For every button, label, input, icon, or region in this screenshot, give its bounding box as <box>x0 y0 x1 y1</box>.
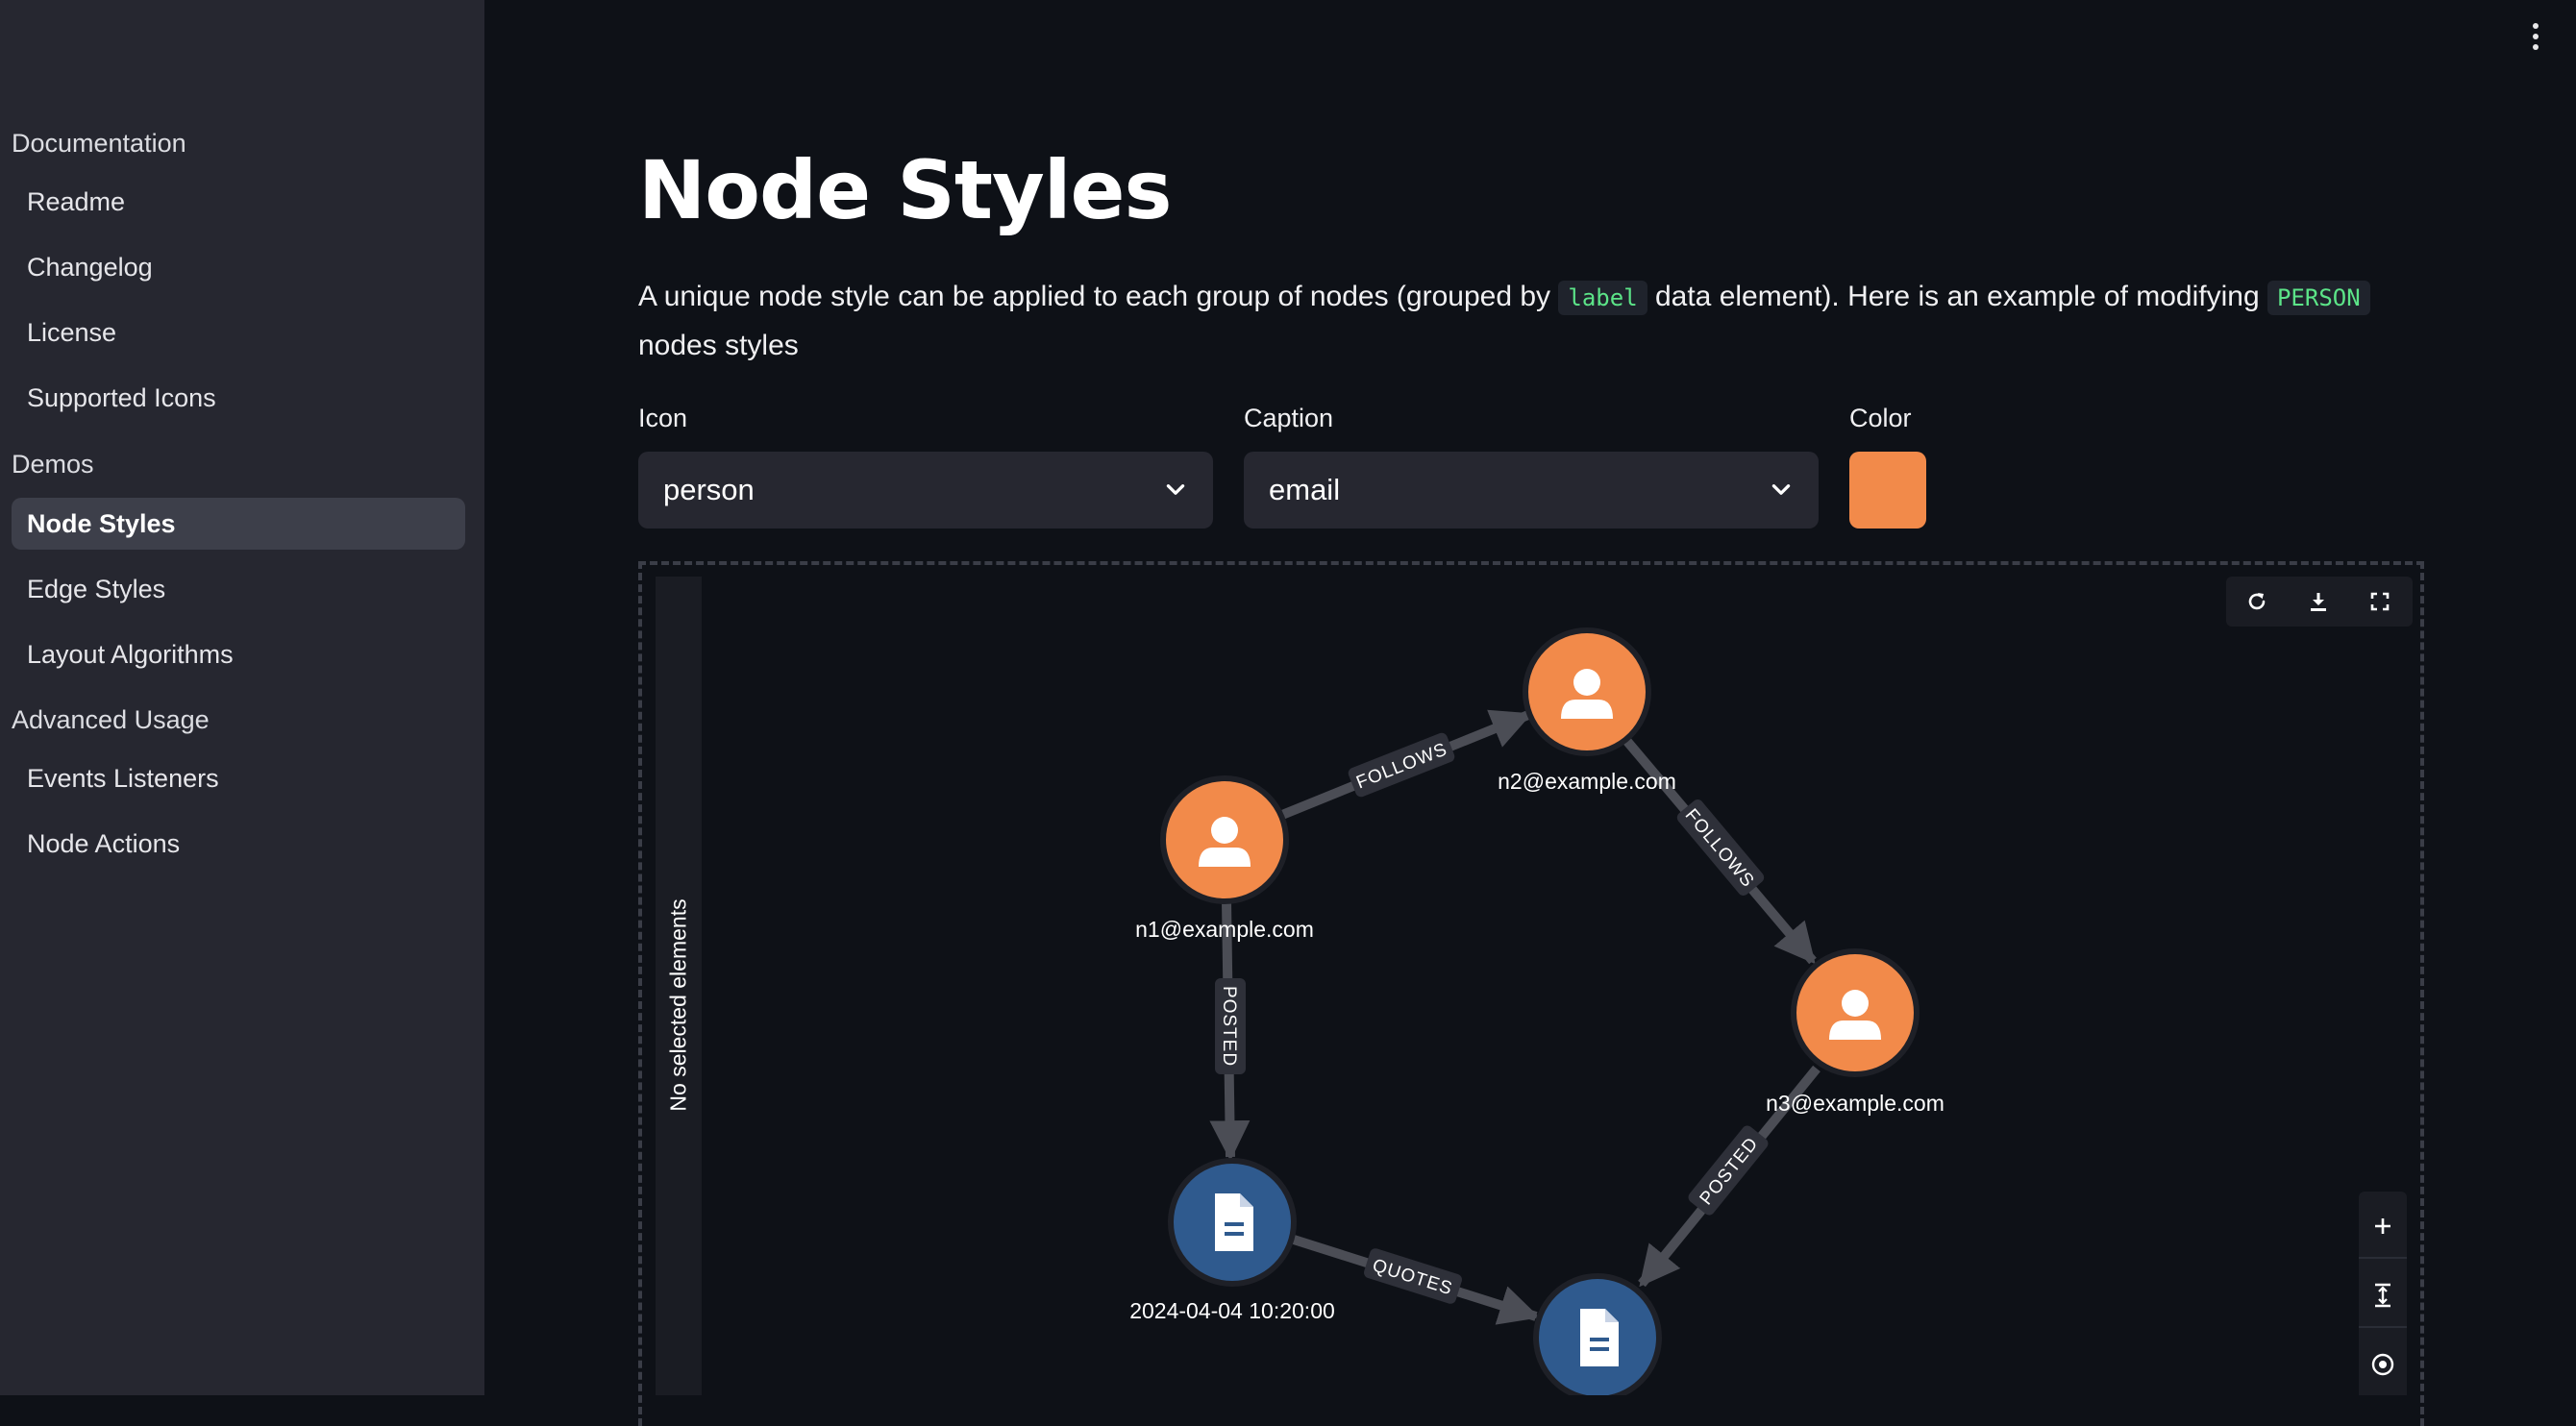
sidebar-item-changelog[interactable]: Changelog <box>27 253 153 282</box>
icon-field-label: Icon <box>638 404 688 432</box>
chevron-down-icon <box>1771 484 1791 495</box>
document-icon <box>1215 1193 1253 1251</box>
node-caption-n3: n3@example.com <box>1766 1091 1944 1116</box>
caption-select-value: email <box>1269 473 1341 506</box>
sidebar-item-events-listeners[interactable]: Events Listeners <box>27 764 219 793</box>
chevron-down-icon <box>1166 484 1185 495</box>
node-n3[interactable] <box>1791 948 1920 1077</box>
node-caption-p1: 2024-04-04 10:20:00 <box>1129 1298 1335 1323</box>
graph-container <box>638 561 2424 1426</box>
menu-dot-icon <box>2533 44 2539 50</box>
center-view-button[interactable] <box>2359 1336 2407 1393</box>
fullscreen-button[interactable] <box>2349 577 2411 627</box>
selection-panel[interactable] <box>656 577 702 1395</box>
zoom-controls <box>2359 1192 2407 1395</box>
icon-select-value: person <box>663 473 755 506</box>
edge-label-bg <box>1688 1125 1769 1216</box>
fit-icon <box>2375 1283 2390 1308</box>
edge-label-bg <box>1676 799 1765 896</box>
person-icon <box>1199 817 1251 867</box>
page-description: A unique node style can be applied to ea… <box>638 273 2426 370</box>
node-p1[interactable] <box>1168 1158 1297 1287</box>
edge-label-bg <box>1364 1248 1462 1304</box>
description-text: nodes styles <box>638 330 799 361</box>
node-n1[interactable] <box>1160 775 1289 904</box>
nav-section-documentation: Documentation <box>12 129 186 158</box>
fullscreen-icon <box>2370 592 2390 611</box>
nav-section-advanced-usage: Advanced Usage <box>12 705 210 734</box>
node-caption-n1: n1@example.com <box>1135 917 1314 942</box>
menu-dot-icon <box>2533 34 2539 39</box>
sidebar-item-readme[interactable]: Readme <box>27 187 126 216</box>
person-icon <box>1561 669 1613 719</box>
edge-label-bg <box>1215 978 1246 1074</box>
fit-view-button[interactable] <box>2359 1266 2407 1324</box>
download-button[interactable] <box>2288 577 2349 627</box>
refresh-button[interactable] <box>2226 577 2288 627</box>
node-caption-n2: n2@example.com <box>1498 769 1676 794</box>
sidebar-item-node-styles[interactable]: Node Styles <box>12 498 465 550</box>
node-n2[interactable] <box>1523 627 1651 756</box>
sidebar-item-layout-algorithms[interactable]: Layout Algorithms <box>27 640 234 669</box>
download-icon <box>2311 593 2326 611</box>
icon-select[interactable]: person <box>638 452 1213 529</box>
menu-dot-icon <box>2533 23 2539 29</box>
zoom-in-button[interactable] <box>2359 1197 2407 1255</box>
zoom-divider <box>2359 1326 2407 1328</box>
caption-field-label: Caption <box>1244 404 1334 432</box>
nav-section-demos: Demos <box>12 450 94 479</box>
sidebar-item-node-actions[interactable]: Node Actions <box>27 829 181 858</box>
caption-select[interactable]: email <box>1244 452 1819 529</box>
graph-toolbar <box>2226 577 2413 627</box>
edge-label-posted: POSTED <box>1219 986 1239 1067</box>
zoom-in-icon <box>2375 1218 2390 1234</box>
graph-canvas[interactable]: FOLLOWS FOLLOWS POSTED POSTED QUOTES <box>0 0 2576 1395</box>
person-icon <box>1829 990 1881 1040</box>
sidebar-item-supported-icons[interactable]: Supported Icons <box>27 383 216 412</box>
main-menu-button[interactable] <box>2524 17 2547 56</box>
center-icon <box>2371 1353 2394 1376</box>
edge-label-follows: FOLLOWS <box>1681 805 1758 892</box>
page-title: Node Styles <box>638 143 1173 237</box>
sidebar-item-license[interactable]: License <box>27 318 117 347</box>
sidebar: Documentation Readme Changelog License S… <box>0 0 484 1395</box>
sidebar-item-edge-styles[interactable]: Edge Styles <box>27 575 166 603</box>
inline-code-label: label <box>1558 281 1647 315</box>
node-p2[interactable] <box>1533 1273 1662 1395</box>
description-text: A unique node style can be applied to ea… <box>638 281 1559 312</box>
inline-code-person: PERSON <box>2266 281 2370 315</box>
refresh-icon <box>2248 593 2266 610</box>
color-picker[interactable] <box>1849 452 1926 529</box>
zoom-divider <box>2359 1257 2407 1259</box>
edge-label-bg <box>1348 732 1455 798</box>
document-icon <box>1580 1309 1619 1366</box>
description-text: data element). Here is an example of mod… <box>1647 281 2267 312</box>
color-field-label: Color <box>1849 404 1912 432</box>
